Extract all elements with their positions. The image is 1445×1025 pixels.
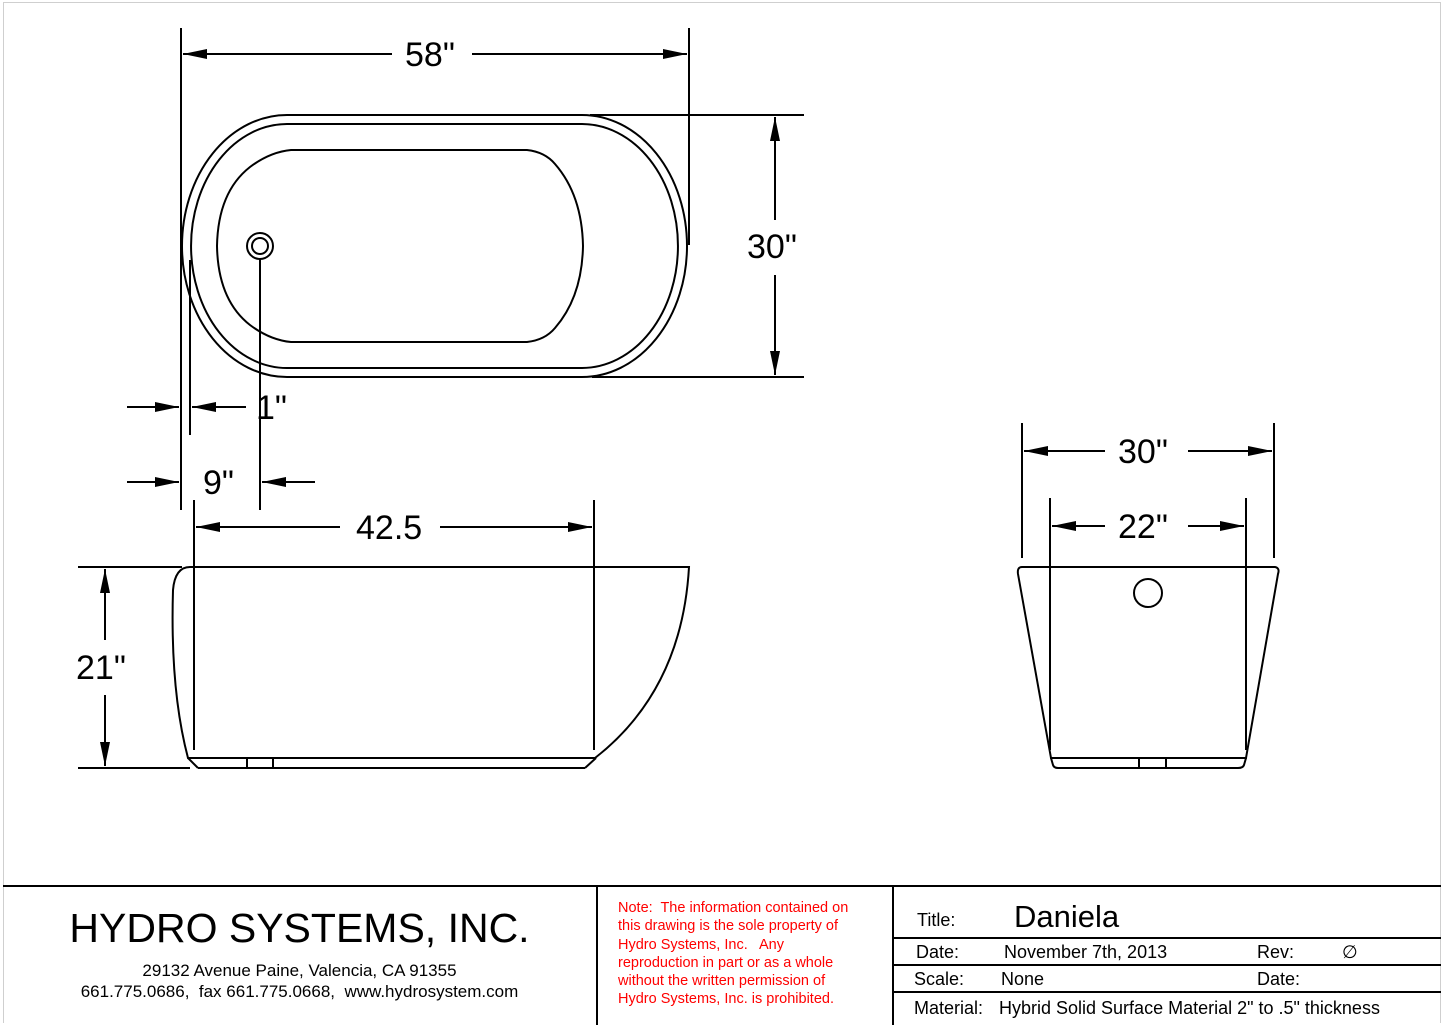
company-block: HYDRO SYSTEMS, INC. 29132 Avenue Paine, … xyxy=(3,887,596,1025)
info-row-date: Date: November 7th, 2013 Rev: ∅ xyxy=(894,939,1441,966)
company-name: HYDRO SYSTEMS, INC. xyxy=(69,905,530,951)
page-border xyxy=(3,2,1441,1023)
plan-view xyxy=(127,28,804,510)
note-line: Hydro Systems, Inc. is prohibited. xyxy=(618,991,834,1008)
note-line: Hydro Systems, Inc. Any xyxy=(618,936,784,953)
tub-basin xyxy=(215,149,585,343)
date-label: Date: xyxy=(916,942,960,962)
scale-label: Scale: xyxy=(914,969,965,989)
tub-side-profile xyxy=(171,566,691,759)
dim-inner-length: 42.5 xyxy=(356,509,423,547)
dim-end-inner-width: 22" xyxy=(1118,508,1168,546)
dim-end-outer-width: 30" xyxy=(1118,433,1168,471)
dim-overall-width: 30" xyxy=(747,228,797,266)
tub-outer-rim xyxy=(181,114,688,378)
tub-end-profile xyxy=(1016,566,1280,759)
date-value: November 7th, 2013 xyxy=(1004,942,1168,962)
info-row-scale: Scale: None Date: xyxy=(894,966,1441,993)
material-value: Hybrid Solid Surface Material 2" to .5" … xyxy=(999,998,1380,1018)
dim-drain-offset: 9" xyxy=(203,464,234,502)
technical-drawing xyxy=(78,28,1280,769)
drain-outer xyxy=(246,232,274,260)
note-line: without the written permission of xyxy=(618,973,826,990)
title-block: HYDRO SYSTEMS, INC. 29132 Avenue Paine, … xyxy=(3,885,1441,1025)
side-view xyxy=(78,500,691,769)
rev-date-label: Date: xyxy=(1257,969,1301,989)
info-row-title: Title: Daniela xyxy=(894,887,1441,939)
dim-rim-offset: 1" xyxy=(256,389,287,427)
dim-height: 21" xyxy=(76,649,126,687)
end-view-drain xyxy=(1133,578,1163,608)
drawing-info: Title: Daniela Date: November 7th, 2013 … xyxy=(892,887,1441,1025)
drain-inner xyxy=(251,237,269,255)
scale-value: None xyxy=(1001,969,1045,989)
info-row-material: Material: Hybrid Solid Surface Material … xyxy=(894,993,1441,1025)
proprietary-note: Note: The information contained on this … xyxy=(596,887,892,1025)
note-line: reproduction in part or as a whole xyxy=(618,954,834,971)
dim-overall-length: 58" xyxy=(405,36,455,74)
company-address: 29132 Avenue Paine, Valencia, CA 91355 xyxy=(142,961,457,980)
note-line: this drawing is the sole property of xyxy=(618,918,839,935)
title-value: Daniela xyxy=(1014,899,1120,934)
note-line: Note: The information contained on xyxy=(618,900,849,916)
end-view xyxy=(1016,423,1280,769)
rev-value: ∅ xyxy=(1342,942,1358,962)
company-contact: 661.775.0686, fax 661.775.0668, www.hydr… xyxy=(80,982,519,1001)
title-label: Title: xyxy=(917,910,956,930)
rev-label: Rev: xyxy=(1257,942,1295,962)
tub-inner-rim xyxy=(190,123,679,369)
material-label: Material: xyxy=(914,998,984,1018)
